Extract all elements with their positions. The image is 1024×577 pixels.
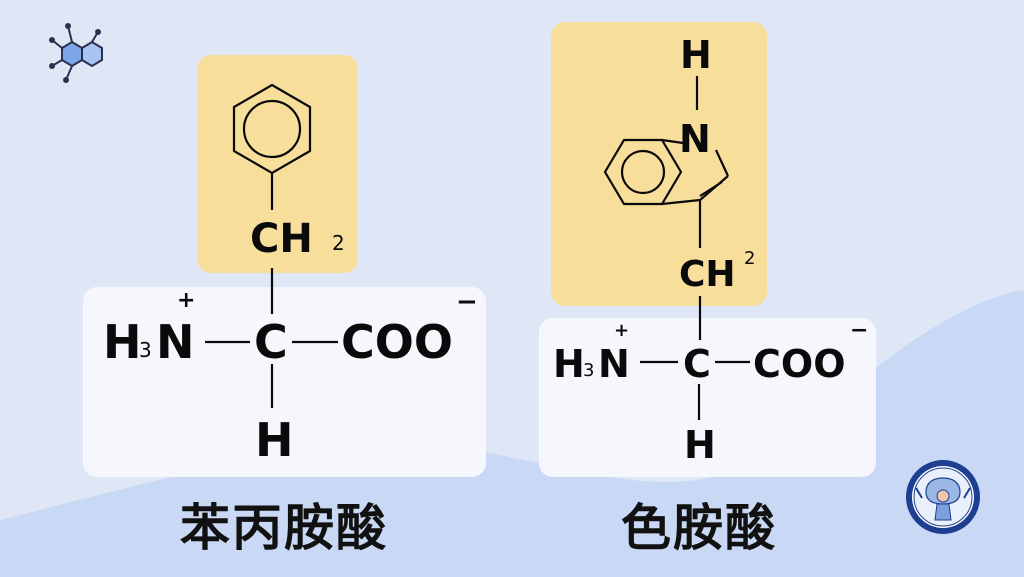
phe-carboxylate-charge: − <box>456 287 478 317</box>
trp-carboxylate: COO <box>753 342 846 386</box>
phe-ch2-group: CH <box>250 216 313 262</box>
trp-amine-h: H <box>553 342 585 386</box>
trp-amine-charge: + <box>614 320 629 341</box>
trp-ch2-superscript: 2 <box>744 248 755 269</box>
brain-god-seal-icon <box>906 460 980 534</box>
phe-amine-charge: + <box>177 288 195 313</box>
trp-alpha-carbon: C <box>683 342 711 386</box>
phenylalanine-side-chain-highlight <box>197 55 358 273</box>
trp-ch2-group: CH <box>679 254 736 295</box>
benzene-ring <box>232 83 312 175</box>
phenylalanine-core-panel <box>83 287 486 477</box>
tryptophan-name: 色胺酸 <box>621 499 777 557</box>
phe-alpha-h: H <box>255 413 294 467</box>
trp-indole-n: N <box>679 117 711 161</box>
phenylalanine-structure: CH 2 H 3 N + C COO − H <box>103 83 478 467</box>
phe-amine-h: H <box>103 315 142 369</box>
trp-indole-h: H <box>680 33 712 77</box>
trp-carboxylate-charge: − <box>850 318 868 343</box>
phe-amine-subscript: 3 <box>139 338 152 362</box>
phe-ch2-subscript: 2 <box>332 231 345 255</box>
indole-ring <box>603 138 729 206</box>
phe-carboxylate: COO <box>341 315 453 369</box>
tryptophan-structure: H N CH 2 H 3 N + C COO − H <box>553 33 868 467</box>
trp-amine-n: N <box>598 342 630 386</box>
molecule-icon <box>49 23 103 83</box>
phe-amine-n: N <box>156 315 195 369</box>
tryptophan-side-chain-highlight <box>551 22 767 306</box>
phe-alpha-carbon: C <box>254 315 288 369</box>
trp-alpha-h: H <box>684 423 716 467</box>
tryptophan-core-panel <box>539 318 876 477</box>
phenylalanine-name: 苯丙胺酸 <box>180 499 388 557</box>
trp-amine-subscript: 3 <box>583 360 594 381</box>
